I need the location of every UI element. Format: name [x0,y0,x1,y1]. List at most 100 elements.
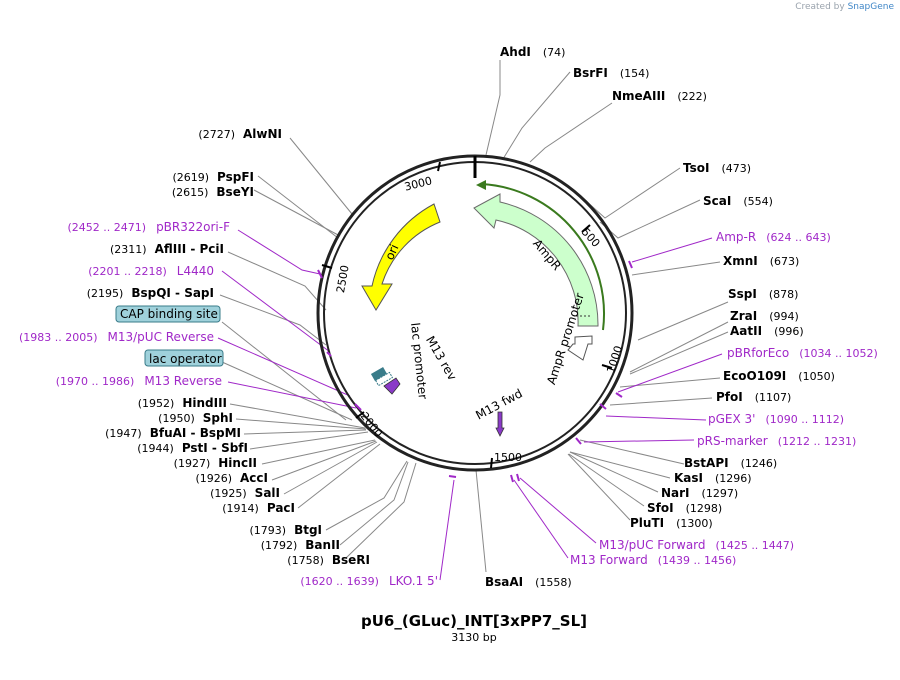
enzyme-nari[interactable]: NarI(1297) [661,486,738,500]
enzyme-nmeaiii[interactable]: NmeAIII(222) [612,89,707,103]
enzyme-sfoi[interactable]: SfoI(1298) [647,501,722,515]
enzyme-bfuai-bspmi[interactable]: (1947)BfuAI - BspMI [105,426,241,440]
leader-hindiii [229,403,366,429]
leader-scai [599,199,701,239]
enzyme-kasi[interactable]: KasI(1296) [674,471,752,485]
tick-label-2500: 2500 [334,264,352,294]
leader-bsrfi [502,71,571,160]
leader-btgi [325,460,408,531]
enzyme-sali[interactable]: (1925)SalI [210,486,280,500]
m13-fwd-feature[interactable] [495,411,505,437]
enzyme-xmni[interactable]: XmnI(673) [723,254,799,268]
enzyme-scai[interactable]: ScaI(554) [703,194,773,208]
leader-lko1 [439,479,455,581]
leader-bsaai [475,469,487,573]
enzyme-sspi[interactable]: SspI(878) [728,287,798,301]
leader-ahdi [485,60,501,156]
leader-m13-fwd [513,479,569,559]
enzyme-aatii[interactable]: AatII(996) [730,324,804,338]
cap-binding-site-box[interactable]: CAP binding site [115,305,221,323]
enzyme-sphi[interactable]: (1950)SphI [158,411,233,425]
plasmid-name: pU6_(GLuc)_INT[3xPP7_SL] [361,612,587,630]
ampr-promoter-feature[interactable] [567,335,593,361]
enzyme-alwni[interactable]: (2727)AlwNI [198,127,282,141]
primer-marker-lko1 [448,475,457,478]
tick-500 [581,224,591,233]
primer-l4440[interactable]: (2201 .. 2218)L4440 [88,264,214,278]
leader-lines [219,60,729,573]
leader-bspqi [219,294,327,346]
enzyme-afliii-pcii[interactable]: (2311)AflIII - PciI [110,242,224,256]
leader-ampr-primer [631,237,713,263]
enzyme-bsrfi[interactable]: BsrFI(154) [573,66,649,80]
primer-labels-left: (1620 .. 1639)LKO.1 5' (1970 .. 1986)M13… [19,220,438,588]
enzyme-psti-sbfi[interactable]: (1944)PstI - SbfI [137,441,248,455]
cap-binding-site-label: CAP binding site [120,307,218,321]
lac-operator-label: lac operator [149,352,222,366]
enzyme-tsoi[interactable]: TsoI(473) [683,161,751,175]
enzyme-acci[interactable]: (1926)AccI [195,471,268,485]
enzyme-pfoi[interactable]: PfoI(1107) [716,390,791,404]
enzyme-bstapi[interactable]: BstAPI(1246) [684,456,777,470]
enzyme-banii[interactable]: (1792)BanII [261,538,340,552]
leader-lac-operator [221,361,353,421]
enzyme-pspfi[interactable]: (2619)PspFI [172,170,254,184]
leader-pluti [567,453,631,521]
leader-paci [297,443,381,509]
ori-feature[interactable] [361,203,441,311]
m13-rev-feature[interactable] [383,377,401,395]
primer-m13-reverse[interactable]: (1970 .. 1986)M13 Reverse [56,374,222,388]
leader-sfoi [568,453,645,507]
enzyme-bsaai[interactable]: BsaAI(1558) [485,575,572,589]
leader-pfoi [609,397,713,406]
leader-sspi [637,301,729,341]
ampr-translation-line [481,183,606,331]
leader-prs-marker [583,439,695,443]
lac-operator-feature[interactable] [370,367,388,381]
enzyme-zrai[interactable]: ZraI(994) [730,309,799,323]
leader-m13-reverse [227,381,357,409]
tick-3000 [437,161,441,172]
ampr-feature[interactable] [473,193,599,327]
primer-markers [317,260,633,483]
leader-cap-site [221,321,347,421]
primer-prs-marker[interactable]: pRS-marker(1212 .. 1231) [697,434,856,448]
enzyme-bseyi[interactable]: (2615)BseYI [172,185,254,199]
enzyme-ecoo109i[interactable]: EcoO109I(1050) [723,369,835,383]
primer-lko1[interactable]: (1620 .. 1639)LKO.1 5' [300,574,438,588]
primer-marker-ampr [628,260,633,269]
enzyme-pluti[interactable]: PluTI(1300) [630,516,713,530]
lac-operator-box[interactable]: lac operator [144,349,224,367]
enzyme-btgi[interactable]: (1793)BtgI [249,523,322,537]
leader-bfuai [243,429,367,435]
leader-pgex [605,415,707,421]
leader-pbr322ori [237,229,321,275]
cap-site-feature[interactable] [374,371,394,387]
leader-m13puc-rev [217,337,351,397]
primer-m13puc-reverse[interactable]: (1983 .. 2005)M13/pUC Reverse [19,330,214,344]
primer-pgex[interactable]: pGEX 3'(1090 .. 1112) [708,412,844,426]
enzyme-bseri[interactable]: (1758)BseRI [287,553,370,567]
leader-sphi [235,418,367,430]
primer-ampr[interactable]: Amp-R(624 .. 643) [716,230,831,244]
plasmid-size: 3130 bp [451,631,497,644]
snapgene-credit: Created by SnapGene [795,2,894,12]
enzyme-hindiii[interactable]: (1952)HindIII [138,396,227,410]
primer-marker-m13-fwd [510,474,514,483]
leader-psti [249,431,369,450]
primer-pbrforeco[interactable]: pBRforEco(1034 .. 1052) [727,346,878,360]
leader-pbrforeco [617,353,723,393]
primer-marker-pgex [599,403,607,410]
primer-pbr322ori-f[interactable]: (2452 .. 2471)pBR322ori-F [68,220,231,234]
primer-m13-forward[interactable]: M13 Forward(1439 .. 1456) [570,553,736,567]
primer-m13puc-forward[interactable]: M13/pUC Forward(1425 .. 1447) [599,538,794,552]
lac-promoter-label: lac promoter [408,322,430,400]
primer-marker-m13-rev [354,403,362,411]
enzyme-bspqi-sapi[interactable]: (2195)BspQI - SapI [87,286,214,300]
enzyme-paci[interactable]: (1914)PacI [222,501,295,515]
enzyme-ahdi[interactable]: AhdI(74) [500,45,565,59]
tick-label-2000: 2000 [358,410,385,440]
enzyme-hincii[interactable]: (1927)HincII [174,456,257,470]
leader-m13puc-fwd [519,477,597,544]
